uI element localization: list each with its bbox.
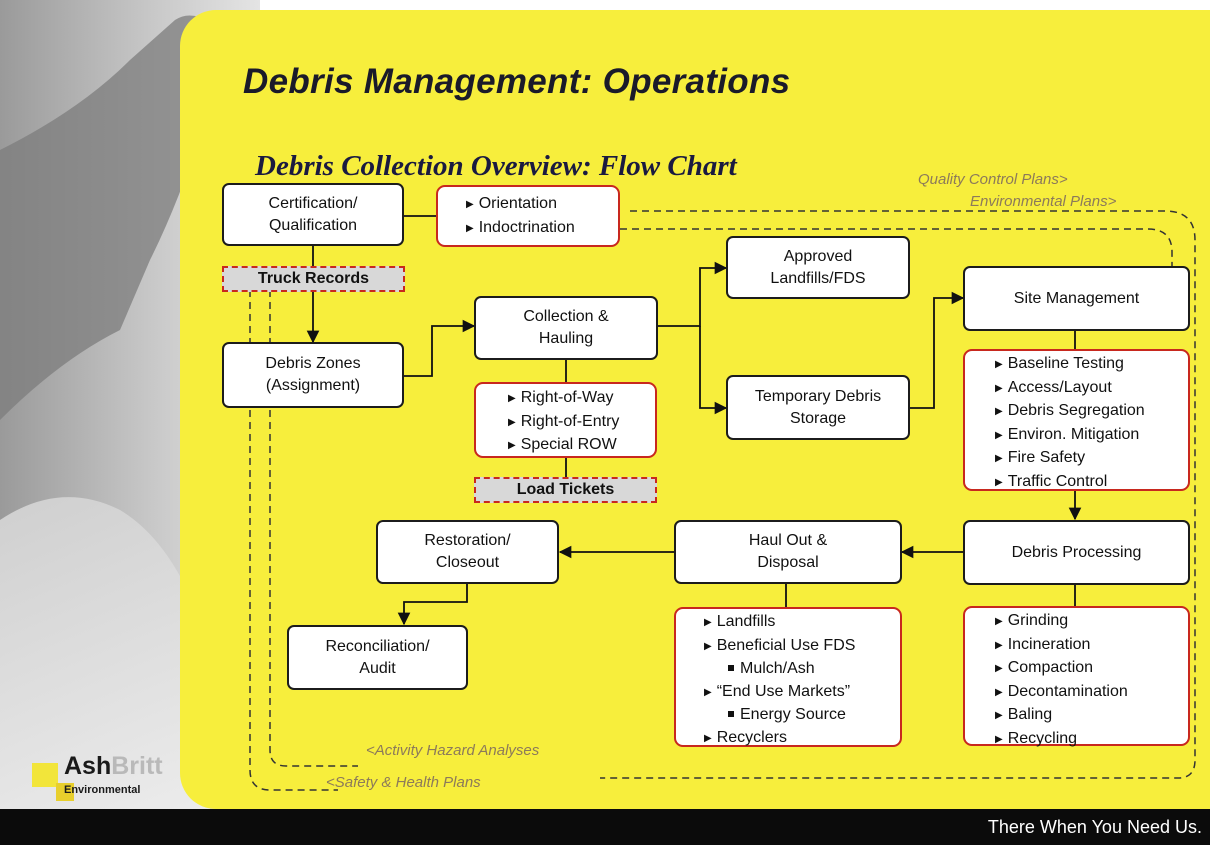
- certification-node: Certification/ Qualification: [222, 183, 404, 246]
- reconciliation-node: Reconciliation/ Audit: [287, 625, 468, 690]
- photo-excavator-shape: [0, 15, 210, 420]
- environmental-plans-boundary: [600, 210, 1196, 779]
- logo-wordmark-light: Britt: [111, 752, 163, 780]
- logo-wordmark: AshBritt: [64, 752, 163, 781]
- connector-storage-site: [910, 291, 965, 409]
- safety-health-plans-label: <Safety & Health Plans: [326, 774, 481, 791]
- haul-out-node: Haul Out & Disposal: [674, 520, 902, 584]
- list-item: ▶Special ROW: [508, 436, 617, 454]
- logo-wordmark-dark: Ash: [64, 752, 112, 780]
- list-subitem: Mulch/Ash: [704, 658, 900, 681]
- quality-control-plans-label: Quality Control Plans>: [918, 171, 1068, 188]
- approved-landfills-node: Approved Landfills/FDS: [726, 236, 910, 299]
- environmental-plans-label: Environmental Plans>: [970, 193, 1117, 210]
- debris-zones-node: Debris Zones (Assignment): [222, 342, 404, 408]
- right-of-way-list: ▶Right-of-Way ▶Right-of-Entry ▶Special R…: [474, 382, 657, 458]
- temporary-storage-node: Temporary Debris Storage: [726, 375, 910, 440]
- list-item: ▶Grinding: [995, 612, 1069, 629]
- list-item: ▶Recycling: [995, 729, 1078, 747]
- site-management-node: Site Management: [963, 266, 1190, 331]
- orientation-list: ▶Orientation ▶Indoctrination: [436, 185, 620, 247]
- list-item: ▶Decontamination: [995, 682, 1128, 700]
- logo-square-large: [32, 763, 58, 787]
- restoration-node: Restoration/ Closeout: [376, 520, 559, 584]
- list-item: ▶Access/Layout: [995, 378, 1112, 396]
- footer-tagline: There When You Need Us.: [987, 817, 1202, 837]
- processing-list: ▶Grinding ▶Incineration ▶Compaction ▶Dec…: [963, 606, 1190, 747]
- debris-processing-node: Debris Processing: [963, 520, 1190, 585]
- footer-bar: There When You Need Us.: [0, 809, 1210, 845]
- connector-restoration-reconciliation: [397, 584, 468, 626]
- load-tickets-tag: Load Tickets: [474, 477, 657, 503]
- list-item: ▶“End Use Markets”: [704, 682, 851, 700]
- list-item: ▶Traffic Control: [995, 472, 1108, 490]
- list-item: ▶Compaction: [995, 659, 1094, 677]
- list-item: ▶Right-of-Entry: [508, 412, 620, 430]
- safety-plans-boundary: [249, 290, 338, 791]
- haul-out-list: ▶Landfills ▶Beneficial Use FDS Mulch/Ash…: [674, 607, 902, 747]
- list-item: ▶Beneficial Use FDS: [704, 636, 856, 654]
- chart-subtitle: Debris Collection Overview: Flow Chart: [255, 150, 737, 182]
- logo-subtitle: Environmental: [64, 784, 141, 796]
- collection-hauling-node: Collection & Hauling: [474, 296, 658, 360]
- connector-zones-collection: [404, 319, 476, 377]
- list-item: ▶Landfills: [704, 613, 776, 630]
- site-management-list: ▶Baseline Testing ▶Access/Layout ▶Debris…: [963, 349, 1190, 491]
- ashbritt-logo: [32, 763, 74, 801]
- quality-plans-boundary: [620, 228, 1173, 300]
- photo-debris-shape: [0, 497, 210, 809]
- list-item: ▶Recyclers: [704, 728, 787, 746]
- list-item: ▶Right-of-Way: [508, 389, 614, 406]
- logo-square-small: [56, 783, 74, 801]
- list-item: ▶Debris Segregation: [995, 402, 1145, 420]
- list-item: ▶Orientation: [466, 195, 557, 212]
- activity-hazard-boundary: [269, 290, 358, 767]
- list-subitem: Energy Source: [704, 704, 900, 727]
- list-item: ▶Baseline Testing: [995, 355, 1124, 372]
- list-item: ▶Incineration: [995, 635, 1091, 653]
- truck-records-tag: Truck Records: [222, 266, 405, 292]
- connector-collection-storage: [699, 326, 728, 415]
- list-item: ▶Environ. Mitigation: [995, 425, 1140, 443]
- connector-collection-landfills: [658, 261, 728, 327]
- list-item: ▶Fire Safety: [995, 449, 1086, 467]
- list-item: ▶Baling: [995, 706, 1053, 724]
- activity-hazard-analyses-label: <Activity Hazard Analyses: [366, 742, 540, 759]
- list-item: ▶Indoctrination: [466, 218, 575, 236]
- page-title: Debris Management: Operations: [243, 62, 791, 101]
